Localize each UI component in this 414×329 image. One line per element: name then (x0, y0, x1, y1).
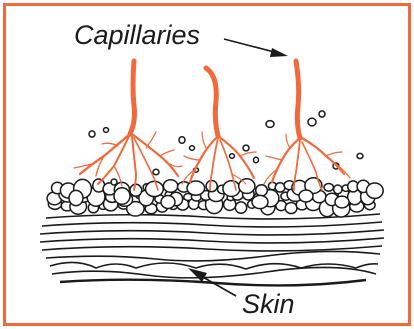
fat-cell (324, 184, 333, 192)
fat-cell (146, 181, 164, 196)
fat-cell (230, 154, 235, 158)
fat-cell (187, 181, 205, 195)
fat-cell (285, 203, 297, 214)
fat-cell (89, 131, 95, 137)
capillaries-arrowhead-icon (270, 48, 288, 57)
fat-cell (179, 137, 185, 144)
fat-cell (366, 183, 383, 198)
fat-cell (111, 179, 117, 185)
fat-cell (256, 185, 268, 196)
capillary-3 (264, 61, 350, 190)
fat-cell (161, 196, 175, 209)
fat-cell (266, 121, 274, 128)
fat-cell (239, 179, 255, 194)
fat-cell (206, 181, 217, 192)
fat-cell (252, 195, 268, 208)
skin-layers (40, 214, 384, 285)
fat-cell (334, 185, 342, 194)
fat-cell (235, 202, 246, 213)
fat-cell (243, 145, 249, 151)
fat-cell (114, 188, 130, 205)
fat-cell (319, 111, 325, 117)
skin-cross-section-illustration (6, 6, 408, 323)
capillaries-label: Capillaries (74, 20, 200, 51)
capillary-1 (74, 61, 182, 190)
fat-cell (190, 146, 195, 150)
skin-label: Skin (242, 289, 295, 320)
fat-cell (153, 169, 159, 174)
skin-arrowhead-icon (188, 268, 207, 282)
capillary-2 (182, 68, 256, 190)
fat-cell (308, 118, 316, 126)
fat-cell (254, 157, 259, 162)
fat-cell (163, 180, 177, 192)
fat-cell (69, 190, 83, 205)
diagram-frame: Capillaries Skin (3, 3, 411, 326)
fat-cell (223, 181, 240, 197)
leader-lines (188, 39, 288, 296)
fat-cell (299, 190, 313, 202)
capillary-network (74, 61, 350, 190)
fat-cell (335, 196, 349, 208)
fat-cell (357, 153, 363, 158)
fat-cell (104, 128, 109, 133)
